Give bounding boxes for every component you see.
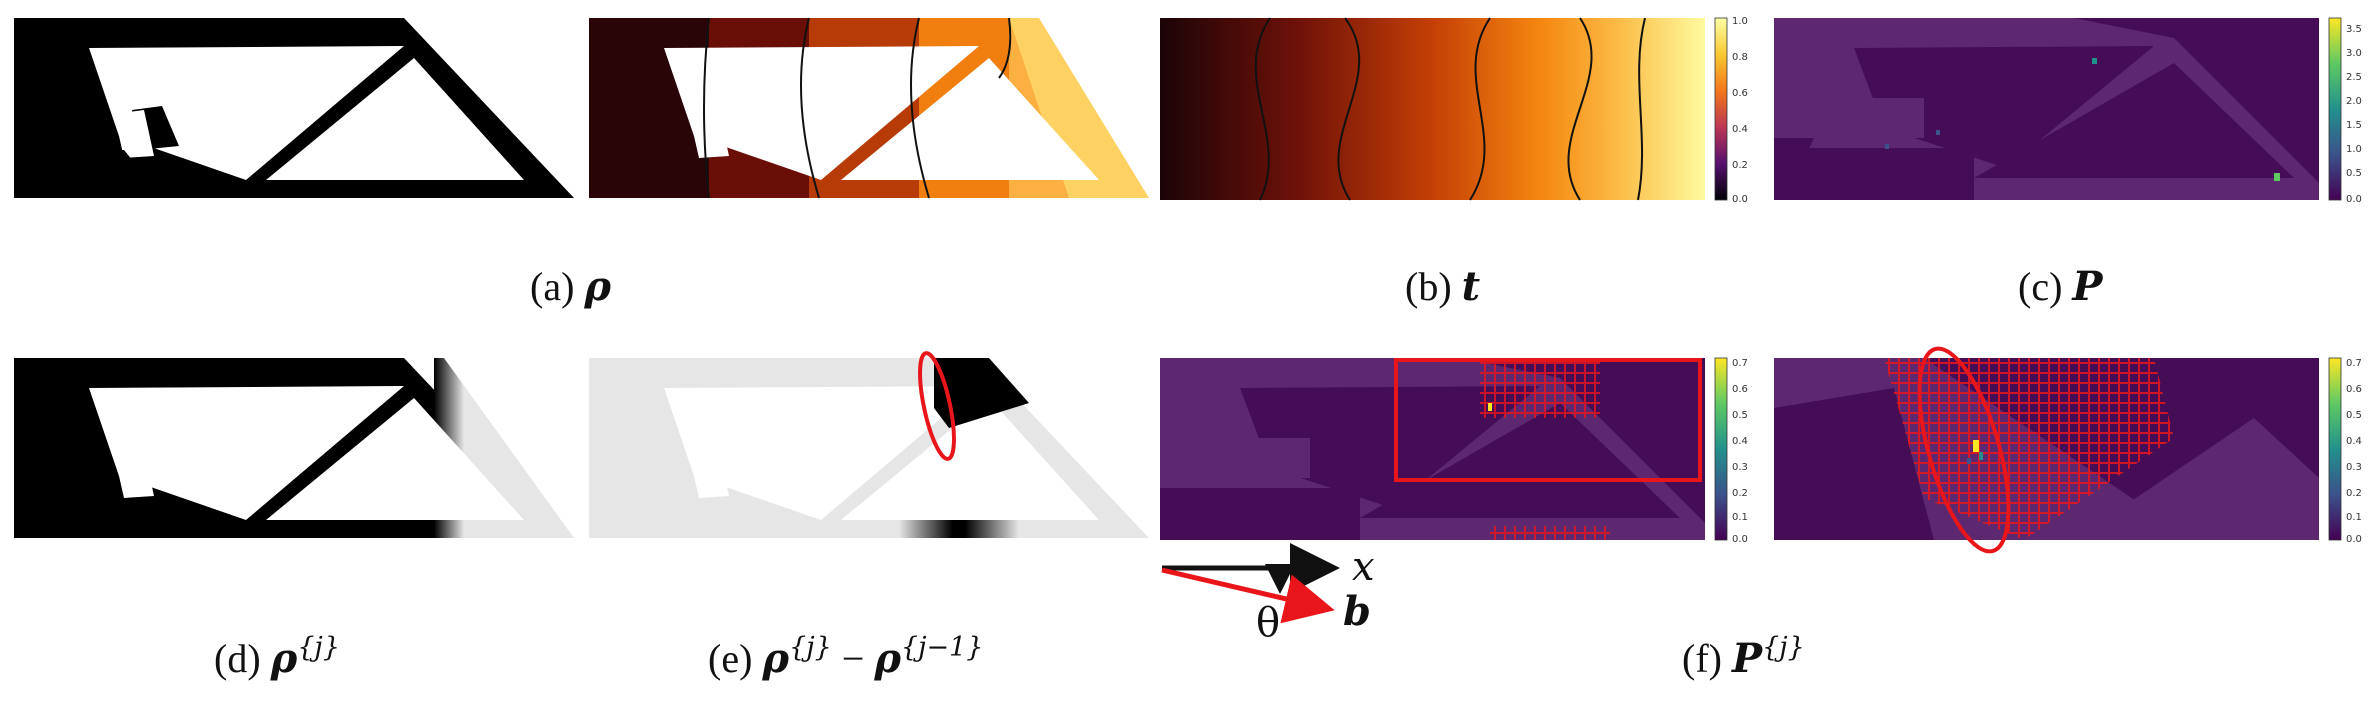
b-vector-arrow bbox=[1161, 567, 1335, 624]
colorbar-Pj-ticks: 0.7 0.6 0.5 0.4 0.3 0.2 0.1 0.0 bbox=[1732, 358, 1748, 545]
panel-b-time-field: 1.0 0.8 0.6 0.4 0.2 0.0 bbox=[1160, 16, 1748, 205]
panel-a-density bbox=[14, 18, 574, 198]
svg-text:0.6: 0.6 bbox=[2346, 384, 2362, 395]
panel-f-Pj-field-zoom: 0.7 0.6 0.5 0.4 0.3 0.2 0.1 0.0 bbox=[1774, 346, 2362, 554]
highlight-ellipse-f bbox=[1917, 346, 2011, 554]
panel-c-P-field: 3.5 3.0 2.5 2.0 1.5 1.0 0.5 0.0 bbox=[1774, 17, 2362, 205]
svg-text:(d) ρ{j}: (d) ρ{j} bbox=[214, 632, 340, 682]
caption-d: (d) ρ{j} bbox=[214, 632, 340, 682]
svg-text:1.0: 1.0 bbox=[2346, 144, 2362, 155]
svg-text:0.6: 0.6 bbox=[1732, 88, 1748, 99]
highlight-rect-f bbox=[1394, 358, 1702, 482]
svg-text:3.5: 3.5 bbox=[2346, 24, 2362, 35]
svg-text:0.1: 0.1 bbox=[1732, 512, 1748, 523]
svg-text:2.5: 2.5 bbox=[2346, 72, 2362, 83]
b-vector-label: b bbox=[1343, 588, 1371, 635]
svg-text:(c) P: (c) P bbox=[2018, 263, 2104, 310]
svg-text:(e) ρ{j} − ρ{j−1}: (e) ρ{j} − ρ{j−1} bbox=[708, 632, 983, 682]
panel-f-Pj-field-full: 0.7 0.6 0.5 0.4 0.3 0.2 0.1 0.0 bbox=[1160, 357, 1748, 545]
svg-text:0.3: 0.3 bbox=[1732, 462, 1748, 473]
colorbar-Pj-zoom-ticks: 0.7 0.6 0.5 0.4 0.3 0.2 0.1 0.0 bbox=[2346, 358, 2362, 545]
caption-c: (c) P bbox=[2018, 263, 2104, 310]
panel-d-density-j bbox=[14, 358, 574, 538]
svg-text:1.0: 1.0 bbox=[1732, 16, 1748, 27]
svg-text:0.5: 0.5 bbox=[2346, 410, 2362, 421]
svg-text:0.2: 0.2 bbox=[1732, 488, 1748, 499]
svg-text:3.0: 3.0 bbox=[2346, 48, 2362, 59]
caption-e: (e) ρ{j} − ρ{j−1} bbox=[708, 632, 983, 682]
svg-text:(b) t: (b) t bbox=[1405, 263, 1481, 310]
panel-a-density-partition bbox=[589, 17, 1149, 199]
colorbar-P-ticks: 3.5 3.0 2.5 2.0 1.5 1.0 0.5 0.0 bbox=[2346, 24, 2362, 205]
svg-text:0.4: 0.4 bbox=[1732, 124, 1748, 135]
svg-text:0.4: 0.4 bbox=[2346, 436, 2362, 447]
svg-text:0.2: 0.2 bbox=[2346, 488, 2362, 499]
svg-text:(f) P{j}: (f) P{j} bbox=[1682, 632, 1805, 682]
caption-a: (a) ρ bbox=[530, 263, 611, 310]
colorbar-t-ticks: 1.0 0.8 0.6 0.4 0.2 0.0 bbox=[1732, 16, 1748, 205]
svg-text:0.0: 0.0 bbox=[2346, 194, 2362, 205]
svg-text:0.5: 0.5 bbox=[1732, 410, 1748, 421]
svg-text:0.2: 0.2 bbox=[1732, 160, 1748, 171]
svg-text:0.7: 0.7 bbox=[1732, 358, 1748, 369]
svg-text:2.0: 2.0 bbox=[2346, 96, 2362, 107]
svg-text:0.6: 0.6 bbox=[1732, 384, 1748, 395]
svg-text:0.3: 0.3 bbox=[2346, 462, 2362, 473]
x-axis-label: x bbox=[1352, 544, 1375, 590]
highlight-ellipse-e bbox=[918, 351, 956, 461]
svg-text:0.4: 0.4 bbox=[1732, 436, 1748, 447]
theta-label: θ bbox=[1256, 600, 1280, 646]
caption-b: (b) t bbox=[1405, 263, 1481, 310]
caption-f: (f) P{j} bbox=[1682, 632, 1805, 682]
panel-e-density-difference bbox=[589, 351, 1149, 538]
svg-text:0.1: 0.1 bbox=[2346, 512, 2362, 523]
svg-text:(a) ρ: (a) ρ bbox=[530, 263, 611, 310]
svg-text:0.0: 0.0 bbox=[1732, 194, 1748, 205]
svg-text:0.7: 0.7 bbox=[2346, 358, 2362, 369]
svg-text:0.5: 0.5 bbox=[2346, 168, 2362, 179]
svg-text:0.0: 0.0 bbox=[2346, 534, 2362, 545]
direction-diagram: x b θ bbox=[1161, 543, 1375, 646]
svg-text:0.0: 0.0 bbox=[1732, 534, 1748, 545]
svg-text:0.8: 0.8 bbox=[1732, 52, 1748, 63]
svg-text:1.5: 1.5 bbox=[2346, 120, 2362, 131]
